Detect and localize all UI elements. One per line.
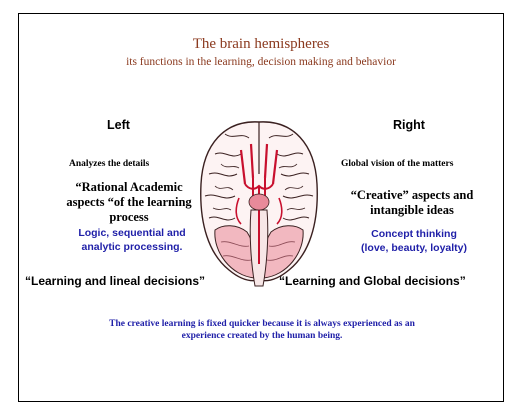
slide-title: The brain hemispheres (19, 36, 503, 53)
footer-note: The creative learning is fixed quicker b… (39, 318, 485, 342)
right-aspect-line1: “Creative” aspects and (319, 188, 505, 203)
right-aspect-line2: intangible ideas (319, 203, 505, 218)
footer-line2: experience created by the human being. (39, 330, 485, 342)
left-decisions: “Learning and lineal decisions” (25, 274, 205, 288)
left-processing-line1: Logic, sequential and (47, 226, 217, 240)
left-processing: Logic, sequential and analytic processin… (47, 226, 217, 254)
right-concept: Concept thinking (love, beauty, loyalty) (329, 227, 499, 255)
right-concept-line1: Concept thinking (329, 227, 499, 241)
right-concept-line2: (love, beauty, loyalty) (329, 241, 499, 255)
brain-illustration-icon (195, 114, 323, 290)
left-processing-line2: analytic processing. (47, 240, 217, 254)
slide-subtitle: its functions in the learning, decision … (19, 56, 503, 68)
slide: The brain hemispheres its functions in t… (18, 13, 504, 402)
right-detail: Global vision of the matters (341, 159, 453, 169)
right-decisions: “Learning and Global decisions” (279, 274, 466, 288)
footer-line1: The creative learning is fixed quicker b… (39, 318, 485, 330)
right-aspect: “Creative” aspects and intangible ideas (319, 188, 505, 218)
left-heading: Left (107, 118, 130, 132)
right-heading: Right (393, 118, 425, 132)
left-detail: Analyzes the details (69, 159, 149, 169)
